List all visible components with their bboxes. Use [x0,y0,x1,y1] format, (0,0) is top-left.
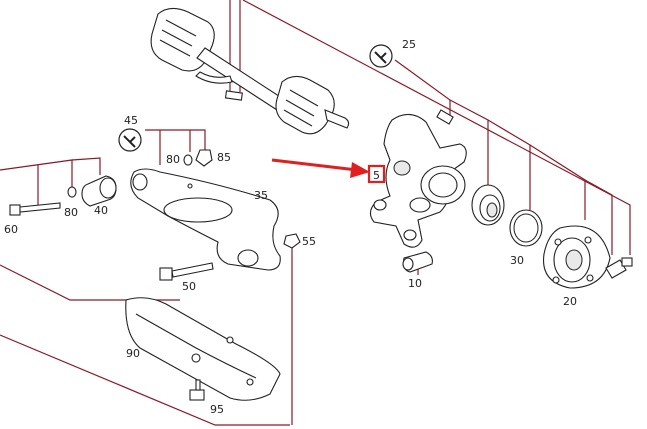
part-90-cover [125,297,281,401]
part-50-bolt [159,262,214,281]
part-40-bushing [81,175,117,207]
label-60: 60 [4,223,18,236]
part-30-ring [509,209,543,247]
part-60-bolt [9,202,61,216]
label-30: 30 [510,254,524,267]
part-95-bolt [189,379,205,401]
label-45: 45 [124,114,138,127]
label-10: 10 [408,277,422,290]
part-labels: 5 10 20 25 30 35 40 45 50 55 60 80 80 85… [4,38,577,416]
part-80-washer-left [67,186,77,198]
part-55-nut [283,233,301,249]
label-5: 5 [373,169,380,182]
label-85: 85 [217,151,231,164]
label-20: 20 [563,295,577,308]
leader-lines [0,0,631,426]
label-25: 25 [402,38,416,51]
label-90: 90 [126,347,140,360]
label-95: 95 [210,403,224,416]
highlight-arrow [271,158,370,178]
hub-bolt [605,257,633,279]
wrench-icon [369,44,393,68]
wheel-bearing [471,184,505,226]
label-80-left: 80 [64,206,78,219]
part-80-washer-top [183,154,193,166]
label-80-top: 80 [166,153,180,166]
drive-shaft [150,7,350,135]
label-35: 35 [254,189,268,202]
part-85-nut [195,149,213,167]
label-50: 50 [182,280,196,293]
wrench-icon [118,128,142,152]
highlight-box [367,164,386,184]
wheel-carrier [369,109,467,248]
part-10-bushing [402,251,433,273]
part-20-hub [542,225,611,289]
label-40: 40 [94,204,108,217]
part-35-control-arm [130,168,281,271]
label-55: 55 [302,235,316,248]
